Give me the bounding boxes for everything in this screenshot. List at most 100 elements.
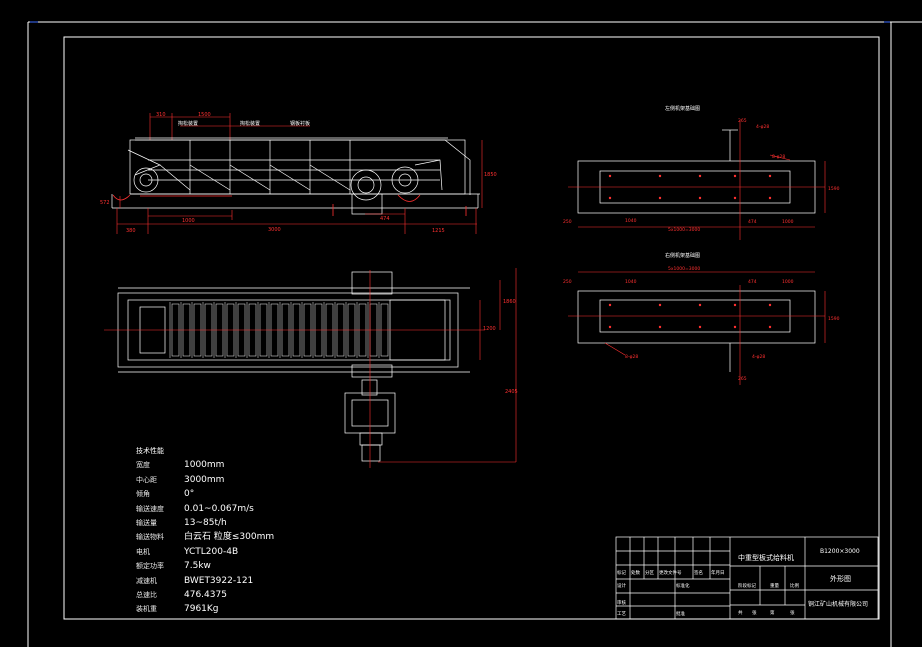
foundation-left-bolts	[608, 174, 772, 200]
anchor-bolt	[658, 196, 662, 200]
fdn2-dim-1: 250	[563, 279, 572, 285]
spec-value: 1000mm	[184, 460, 225, 471]
anchor-bolt	[698, 196, 702, 200]
anchor-bolt	[733, 196, 737, 200]
anchor-bolt	[608, 303, 612, 307]
top-dim-2: 1500	[198, 112, 211, 118]
foundation-left-view: 左侧机架基础图 250 1040 5x1000=3000 474 1000 4-…	[563, 105, 840, 240]
title-model: B1200×3000	[820, 548, 860, 555]
tb-stage-2: 重量	[770, 582, 779, 589]
spec-label: 电机	[136, 547, 150, 556]
anchor-bolt	[698, 303, 702, 307]
spec-value: 0°	[184, 489, 195, 500]
anchor-bolt	[658, 174, 662, 178]
top-note-3: 钢板衬板	[290, 120, 310, 127]
spec-row: 倾角 0°	[136, 487, 274, 501]
spec-row: 额定功率 7.5kw	[136, 559, 274, 573]
title-block	[615, 536, 879, 620]
fdn1-dim-5: 1000	[782, 219, 794, 225]
plan-dim-1: 1860	[503, 299, 516, 305]
top-dim-1: 310	[156, 112, 166, 118]
foundation-right-bolts	[608, 303, 772, 329]
spec-value: BWET3922-121	[184, 575, 254, 586]
tb-stage-3: 比例	[790, 582, 799, 589]
fdn1-dim-8: 1590	[828, 186, 840, 192]
fdn1-dim-3: 5x1000=3000	[668, 227, 700, 233]
side-dim-bottom-1: 380	[126, 228, 136, 234]
tb-header-1: 标记	[617, 569, 626, 576]
spec-row: 输送量 13~85t/h	[136, 516, 274, 530]
spec-label: 宽度	[136, 461, 150, 470]
tb-header-2: 处数	[631, 569, 640, 576]
anchor-bolt	[698, 174, 702, 178]
plan-dim-3: 2405	[505, 389, 518, 395]
spec-label: 中心距	[136, 475, 157, 484]
fdn1-dim-2: 1040	[625, 218, 637, 224]
tb-row-4: 工艺	[617, 611, 626, 617]
fdn2-dim-7: 8-φ28	[625, 354, 638, 360]
tb-footer-4: 张	[790, 609, 795, 616]
tb-footer-1: 共	[738, 609, 743, 616]
side-elevation-view: 310 1500 掏松装置 掏松装置 钢板衬板	[100, 112, 497, 234]
fdn2-dim-3: 5x1000=3000	[668, 266, 700, 272]
tb-header-5: 签名	[694, 569, 703, 576]
top-note-1: 掏松装置	[178, 120, 198, 127]
side-dim-bottom-4: 474	[380, 216, 390, 222]
side-dim-bottom-2: 1000	[182, 218, 195, 224]
spec-row: 总速比 476.4375	[136, 588, 274, 602]
foundation-right-view: 右侧机架基础图 250 1040 5x1000=3000 474 1000 4-…	[563, 252, 840, 385]
anchor-bolt	[658, 325, 662, 329]
spec-value: 476.4375	[184, 590, 227, 601]
fdn2-dim-9: 265	[738, 376, 747, 382]
plan-dim-2: 1200	[483, 326, 496, 332]
side-dim-bottom-5: 1215	[432, 228, 445, 234]
fdn2-dim-4: 474	[748, 279, 757, 285]
spec-row: 减速机 BWET3922-121	[136, 574, 274, 588]
spec-value: 13~85t/h	[184, 518, 227, 529]
anchor-bolt	[608, 325, 612, 329]
anchor-bolt	[733, 325, 737, 329]
tb-row-2: 标准化	[676, 582, 690, 589]
side-dim-right: 1850	[484, 172, 497, 178]
tb-footer-2: 张	[752, 609, 757, 616]
anchor-bolt	[608, 196, 612, 200]
spec-value: 白云石 粒度≤300mm	[184, 532, 275, 543]
tb-header-3: 分区	[645, 569, 654, 576]
spec-label: 装机重	[136, 605, 157, 614]
fdn2-dim-2: 1040	[625, 279, 637, 285]
spec-label: 输送速度	[136, 504, 164, 513]
tb-row-5: 批准	[676, 610, 685, 617]
fdn1-dim-7: 8-φ28	[772, 154, 785, 160]
title-drawing-type: 外形图	[830, 574, 851, 583]
anchor-bolt	[768, 196, 772, 200]
spec-row: 宽度 1000mm	[136, 458, 274, 472]
anchor-bolt	[733, 174, 737, 178]
spec-row: 输送速度 0.01~0.067m/s	[136, 502, 274, 516]
top-note-2: 掏松装置	[240, 120, 260, 127]
spec-value: 0.01~0.067m/s	[184, 503, 254, 514]
spec-label: 减速机	[136, 576, 157, 585]
spec-label: 倾角	[136, 490, 150, 499]
plan-view: 1860 1200 2405	[104, 268, 518, 468]
spec-label: 总速比	[136, 591, 157, 600]
anchor-bolt	[733, 303, 737, 307]
spec-label: 输送量	[136, 519, 157, 528]
foundation-left-title: 左侧机架基础图	[665, 105, 700, 112]
tb-header-6: 年月日	[711, 569, 725, 576]
anchor-bolt	[658, 303, 662, 307]
side-dim-left: 572	[100, 200, 110, 206]
tb-header-4: 更改文件号	[659, 569, 682, 576]
anchor-bolt	[698, 325, 702, 329]
anchor-bolt	[768, 303, 772, 307]
spec-value: 3000mm	[184, 474, 225, 485]
anchor-bolt	[608, 174, 612, 178]
spec-value: 7.5kw	[184, 561, 211, 572]
fdn2-dim-5: 1000	[782, 279, 794, 285]
fdn1-dim-6: 4-φ28	[756, 124, 769, 130]
foundation-right-title: 右侧机架基础图	[665, 252, 700, 259]
spec-label: 额定功率	[136, 562, 164, 571]
